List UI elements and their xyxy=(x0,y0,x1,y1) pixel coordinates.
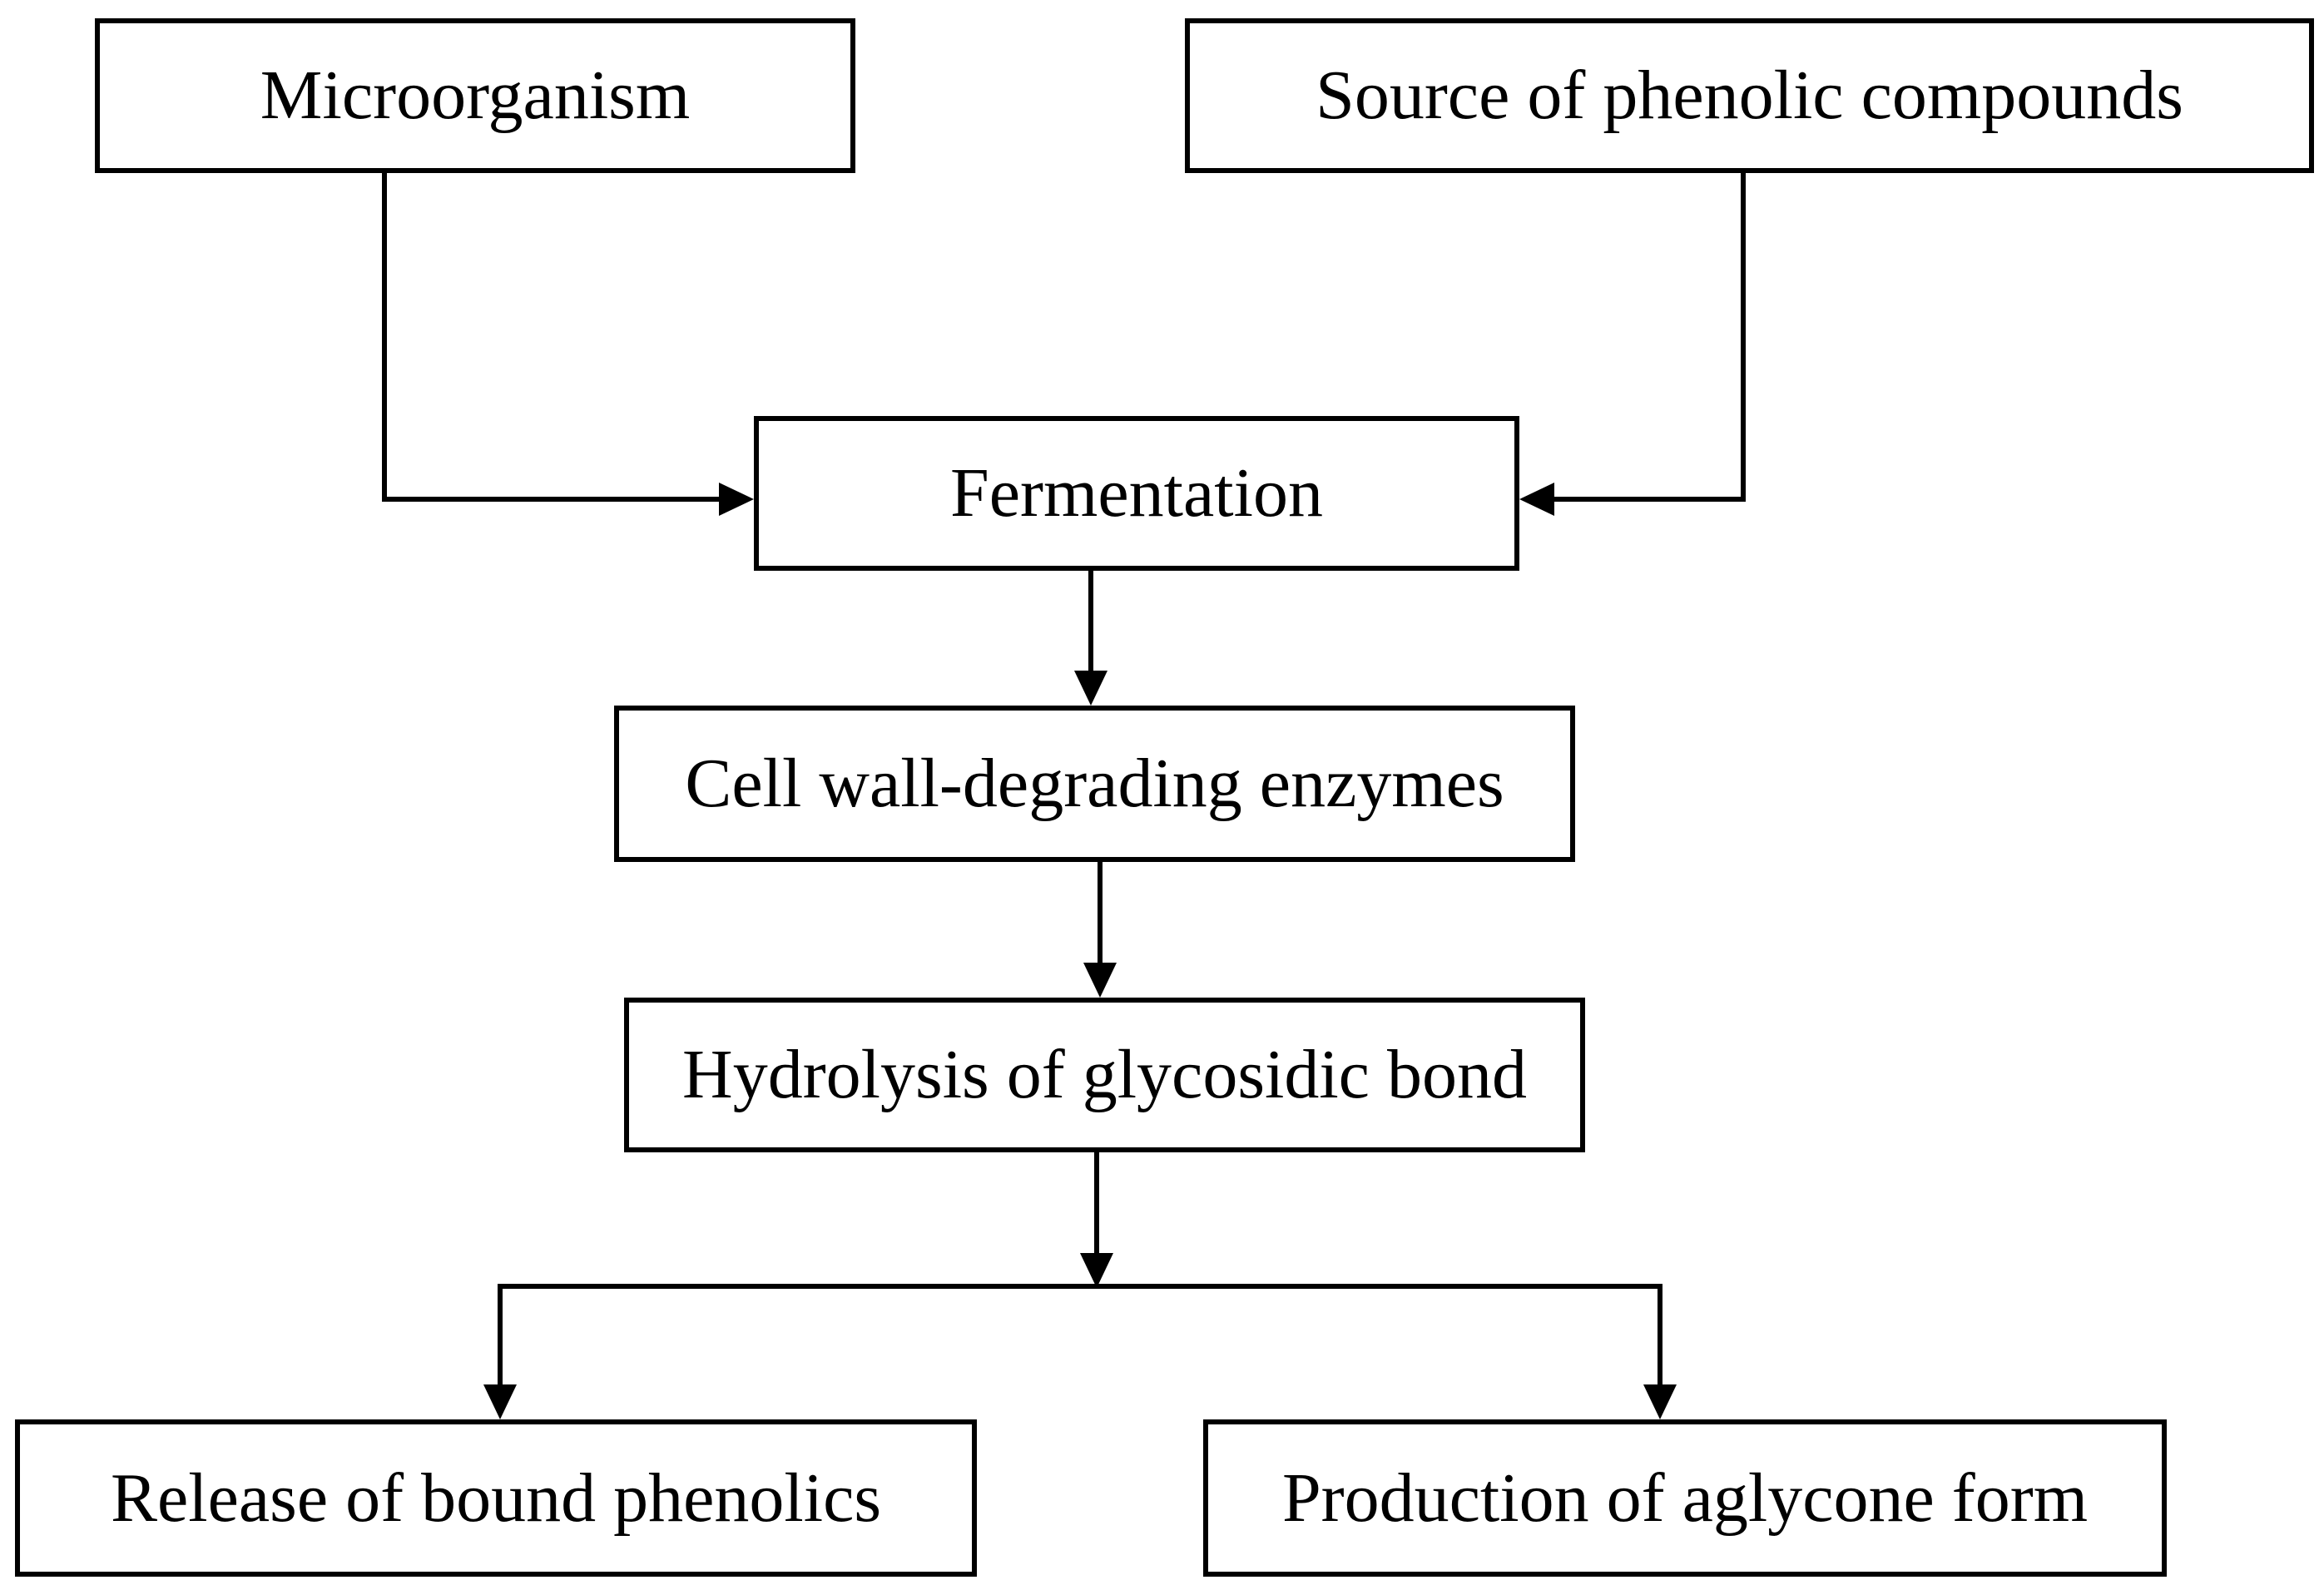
arrowhead-into-cellwall xyxy=(1074,671,1107,706)
node-cell-wall-degrading-enzymes: Cell wall-degrading enzymes xyxy=(614,706,1575,862)
node-fermentation: Fermentation xyxy=(754,416,1519,571)
node-microorganism-label: Microorganism xyxy=(260,57,691,134)
node-source-label: Source of phenolic compounds xyxy=(1316,57,2183,134)
connector-source-fermentation xyxy=(1539,173,1746,502)
node-production-of-aglycone-form: Production of aglycone form xyxy=(1203,1419,2167,1577)
node-release-of-bound-phenolics: Release of bound phenolics xyxy=(15,1419,977,1577)
arrowhead-into-fermentation-left xyxy=(719,483,754,516)
node-hydrolysis-label: Hydrolysis of glycosidic bond xyxy=(682,1036,1527,1113)
arrowhead-into-hydrolysis xyxy=(1083,963,1117,998)
connector-microorganism-fermentation xyxy=(382,173,732,502)
arrowhead-into-production xyxy=(1643,1384,1677,1419)
node-microorganism: Microorganism xyxy=(95,18,855,173)
node-hydrolysis-of-glycosidic-bond: Hydrolysis of glycosidic bond xyxy=(624,998,1585,1152)
node-fermentation-label: Fermentation xyxy=(950,454,1323,532)
node-production-label: Production of aglycone form xyxy=(1281,1459,2089,1537)
node-cell-wall-label: Cell wall-degrading enzymes xyxy=(685,745,1504,822)
arrowhead-into-fermentation-right xyxy=(1519,483,1554,516)
node-source-of-phenolic-compounds: Source of phenolic compounds xyxy=(1185,18,2314,173)
arrowhead-into-release xyxy=(483,1384,517,1419)
arrowhead-into-split xyxy=(1080,1253,1113,1288)
node-release-label: Release of bound phenolics xyxy=(110,1459,882,1537)
